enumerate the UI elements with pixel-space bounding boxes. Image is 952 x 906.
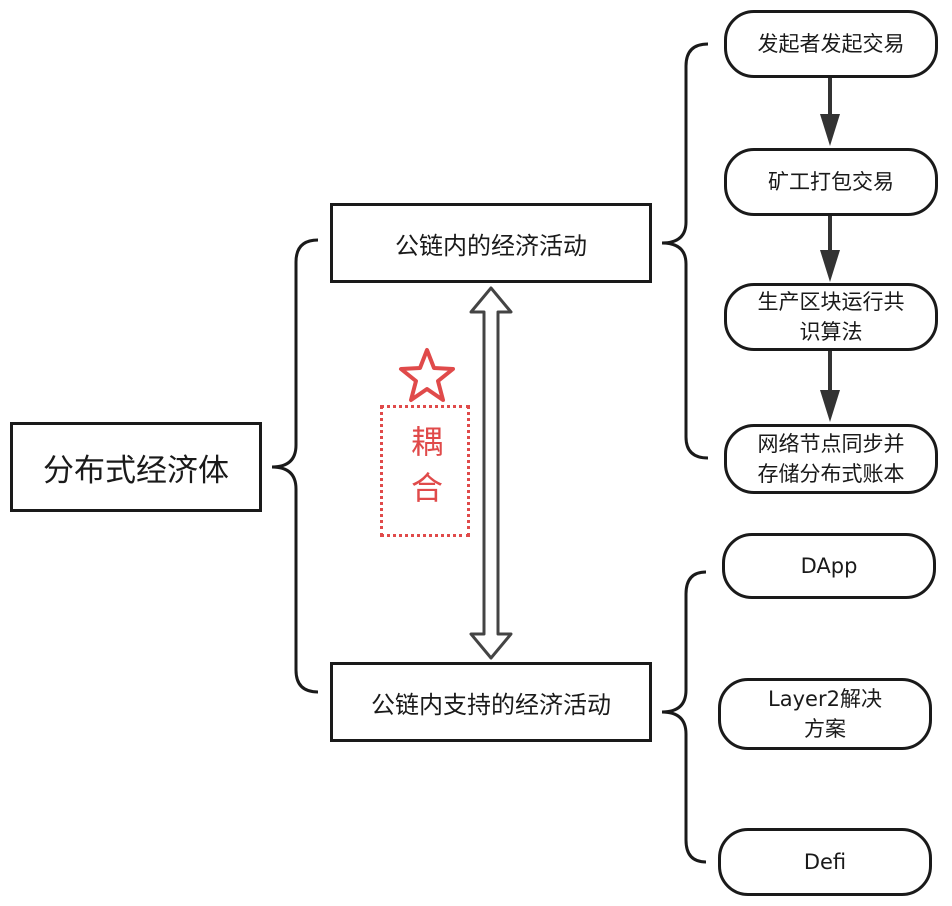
- branch-label: 公链内的经济活动: [395, 231, 587, 260]
- flow-arrow-3: [820, 351, 840, 422]
- coupling-label-box: 耦合: [380, 405, 470, 537]
- bottom-branch-brace: [661, 570, 707, 864]
- root-brace: [271, 238, 319, 694]
- step-label: 生产区块运行共 识算法: [757, 290, 905, 344]
- step-label: 发起者发起交易: [757, 32, 905, 56]
- step-label: 网络节点同步并 存储分布式账本: [757, 432, 905, 486]
- root-label: 分布式经济体: [43, 452, 229, 489]
- coupling-double-arrow: [469, 286, 513, 660]
- step-label: 矿工打包交易: [768, 170, 894, 194]
- branch-label: 公链内支持的经济活动: [371, 690, 611, 719]
- leaf-label: DApp: [800, 554, 858, 578]
- step-node-sync-ledger: 网络节点同步并 存储分布式账本: [724, 424, 938, 494]
- top-branch-brace: [661, 42, 709, 460]
- step-node-miner-packs: 矿工打包交易: [724, 148, 938, 216]
- leaf-node-defi: Defi: [718, 828, 932, 896]
- step-node-initiate-transaction: 发起者发起交易: [724, 10, 938, 78]
- flow-arrow-2: [820, 216, 840, 282]
- step-node-produce-block: 生产区块运行共 识算法: [724, 283, 938, 351]
- branch-node-supported-activities: 公链内支持的经济活动: [330, 662, 652, 742]
- flow-arrow-1: [820, 78, 840, 146]
- leaf-node-layer2: Layer2解决 方案: [718, 678, 932, 750]
- branch-node-onchain-activities: 公链内的经济活动: [330, 203, 652, 283]
- coupling-label: 耦合: [406, 425, 444, 517]
- leaf-node-dapp: DApp: [722, 533, 936, 599]
- root-node: 分布式经济体: [10, 422, 262, 512]
- leaf-label: Defi: [803, 850, 847, 874]
- leaf-label: Layer2解决 方案: [768, 687, 882, 741]
- star-outline-icon: [399, 348, 455, 402]
